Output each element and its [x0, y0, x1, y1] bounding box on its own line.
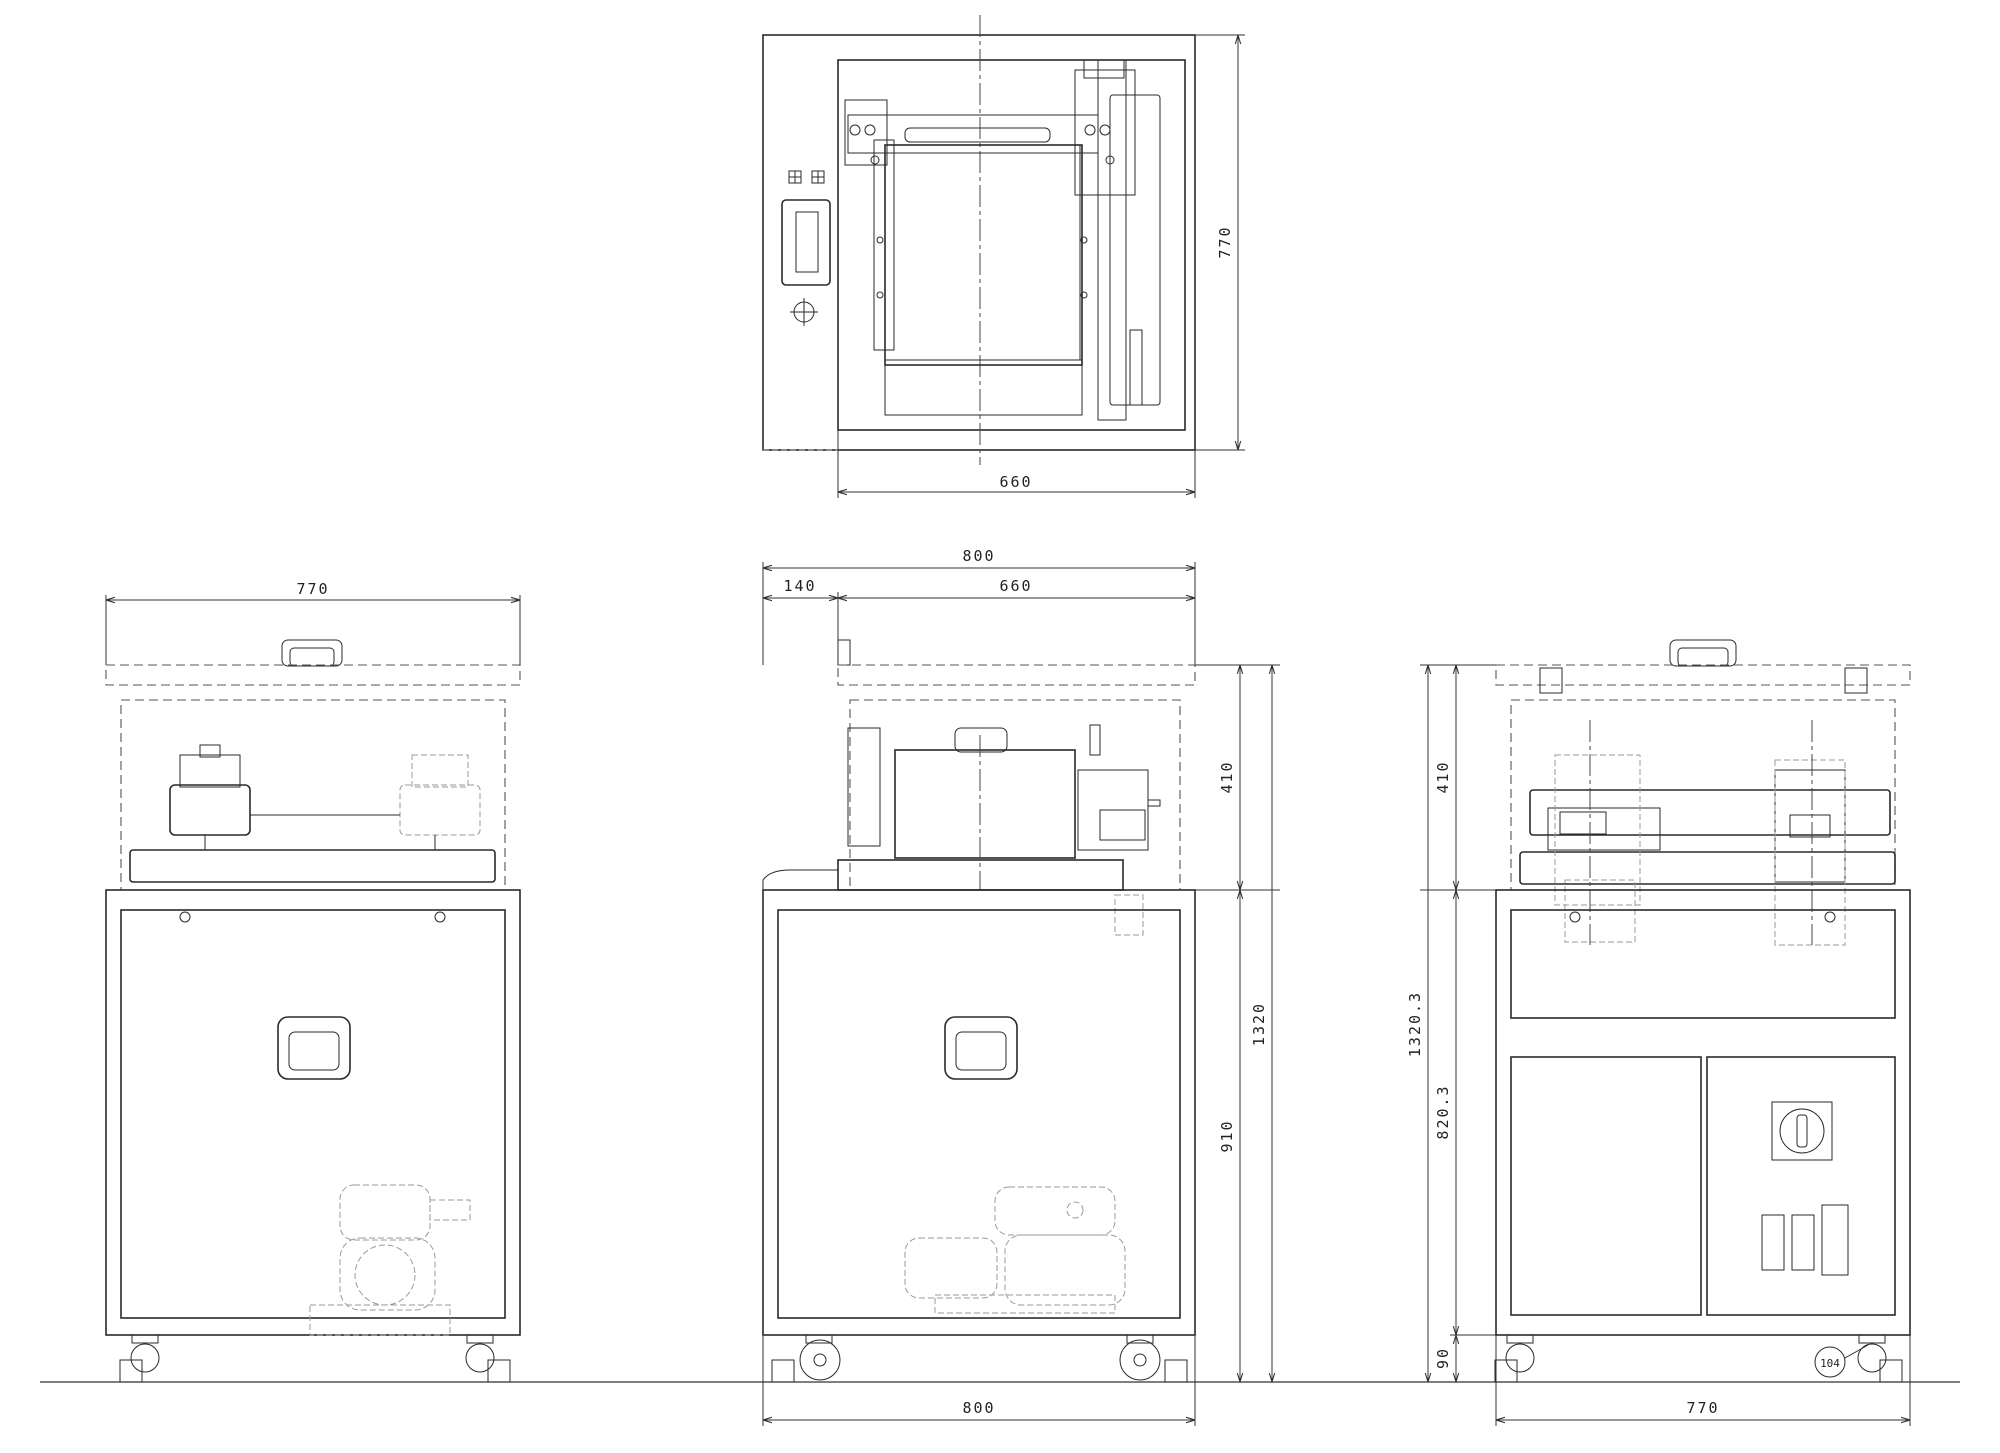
right-dim-caster-height: 90: [1434, 1347, 1452, 1369]
front-dim-lower-height: 910: [1218, 1119, 1236, 1152]
right-dim-lower-height: 820.3: [1434, 1084, 1452, 1139]
balloon-label: 104: [1820, 1357, 1840, 1370]
right-dim-upper-height: 410: [1434, 760, 1452, 793]
front-dim-overall-width: 800: [962, 547, 995, 565]
right-dim-total-height: 1320.3: [1406, 991, 1424, 1057]
top-view: 770 660: [762, 15, 1245, 498]
front-dim-inner-width: 660: [999, 577, 1032, 595]
top-dim-width: 660: [999, 473, 1032, 491]
front-dim-bottom-width: 800: [962, 1399, 995, 1417]
front-dim-left-offset: 140: [783, 577, 816, 595]
front-view: 800 140 660: [762, 547, 1280, 1426]
right-side-view: 104 410 820.3 90 1320.3 770: [1406, 639, 1911, 1426]
left-dim-depth: 770: [296, 580, 329, 598]
front-dim-total-height: 1320: [1250, 1002, 1268, 1046]
top-dim-depth: 770: [1216, 225, 1234, 258]
front-dim-upper-height: 410: [1218, 760, 1236, 793]
right-dim-bottom-width: 770: [1686, 1399, 1719, 1417]
left-side-view: 770: [105, 580, 521, 1383]
